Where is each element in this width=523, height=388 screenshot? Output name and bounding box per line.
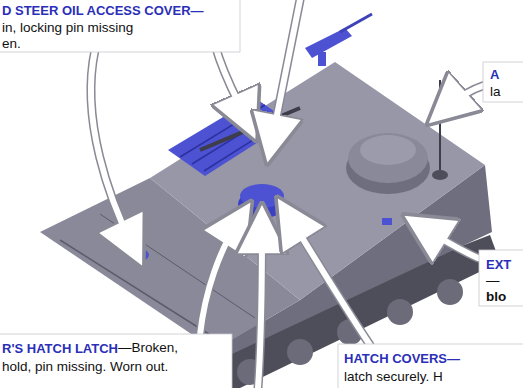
oil-cover bbox=[131, 249, 149, 261]
callout-heading: D STEER OIL ACCESS COVER— bbox=[2, 4, 204, 17]
callout-text: latch securely. H bbox=[344, 370, 443, 384]
callout-text: in, locking pin missing bbox=[2, 21, 133, 35]
drivers-hatch bbox=[238, 184, 286, 218]
callout-arrows bbox=[91, 0, 485, 388]
callout-text: — bbox=[486, 274, 500, 288]
callout-text: en. bbox=[2, 37, 21, 51]
machine-gun bbox=[305, 14, 372, 66]
gun-barrel bbox=[200, 108, 300, 150]
callout-heading: A bbox=[490, 68, 499, 81]
fitting bbox=[382, 218, 392, 225]
callout-text: blo bbox=[486, 290, 506, 304]
cupola bbox=[346, 133, 430, 194]
callout-text: hold, pin missing. Worn out. bbox=[2, 360, 168, 374]
antenna bbox=[439, 80, 441, 170]
callout-heading: HATCH COVERS— bbox=[344, 352, 460, 365]
callout-text: la bbox=[490, 85, 501, 99]
callout-heading: EXT bbox=[486, 258, 511, 271]
callout-heading: R'S HATCH LATCH bbox=[2, 342, 118, 355]
callout-text: —Broken, bbox=[118, 341, 178, 355]
